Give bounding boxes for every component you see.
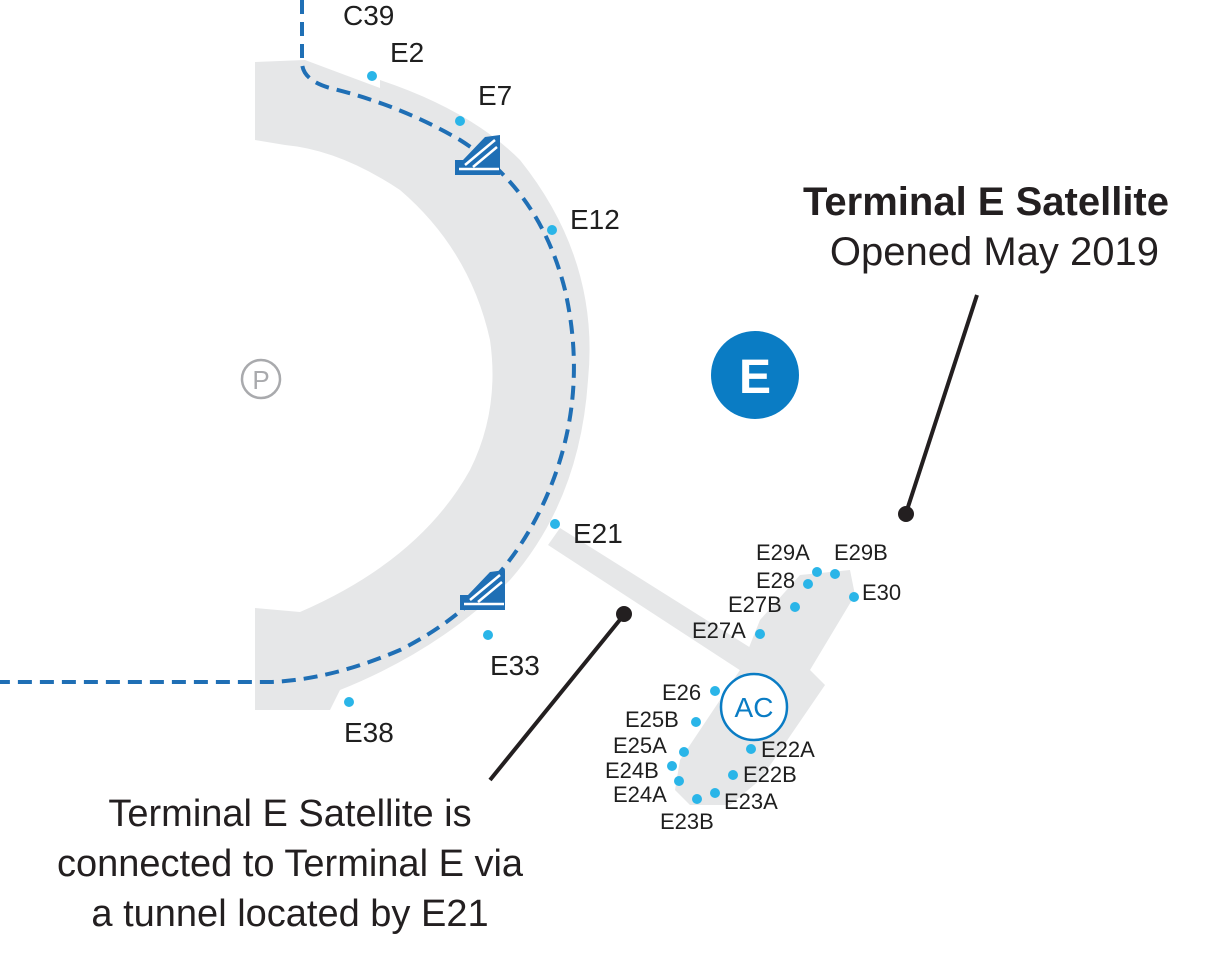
airport-center-icon: AC xyxy=(719,672,789,742)
note-line: connected to Terminal E via xyxy=(57,843,524,885)
escalator-icon xyxy=(455,135,500,175)
gate-dot xyxy=(550,519,560,529)
gate-dot xyxy=(483,630,493,640)
gate-dot xyxy=(812,567,822,577)
escalator-icon xyxy=(460,570,505,610)
ac-label: AC xyxy=(735,692,774,723)
gate-label: E23A xyxy=(724,789,778,814)
gate-dot xyxy=(455,116,465,126)
callout-leader xyxy=(898,294,979,522)
gate-dot xyxy=(547,225,557,235)
gate-label: E2 xyxy=(390,37,424,68)
gate-dot xyxy=(803,579,813,589)
gate-label: E26 xyxy=(662,680,701,705)
gate-label: E33 xyxy=(490,650,540,681)
terminal-badge: E xyxy=(711,331,799,419)
gate-label: E29A xyxy=(756,540,810,565)
gate-dot xyxy=(679,747,689,757)
gate-label: E23B xyxy=(660,809,714,834)
parking-icon: P xyxy=(240,358,282,400)
gate-label: E27B xyxy=(728,592,782,617)
tunnel-connector xyxy=(548,528,770,680)
gate-label: E24A xyxy=(613,782,667,807)
gate-dot xyxy=(755,629,765,639)
gate-dot xyxy=(710,686,720,696)
gate-label: E25B xyxy=(625,707,679,732)
gate-label: E27A xyxy=(692,618,746,643)
gate-label: E28 xyxy=(756,568,795,593)
gate-label: E22B xyxy=(743,762,797,787)
gate-label: E38 xyxy=(344,717,394,748)
satellite-gates: E29A E29B E28 E30 E27B E27A E26 E25B E22… xyxy=(605,540,901,834)
gate-dot xyxy=(674,776,684,786)
gate-dot xyxy=(790,602,800,612)
gate-dot xyxy=(691,717,701,727)
walkway-path xyxy=(0,0,576,684)
gate-dot xyxy=(849,592,859,602)
note-line: Terminal E Satellite is xyxy=(108,793,471,835)
note-line: a tunnel located by E21 xyxy=(91,893,488,935)
gate-dot xyxy=(710,788,720,798)
callout-subtitle: Opened May 2019 xyxy=(830,230,1159,274)
gate-label: E21 xyxy=(573,518,623,549)
parking-label: P xyxy=(252,365,269,395)
gate-dot xyxy=(728,770,738,780)
gate-dot xyxy=(830,569,840,579)
callout-title: Terminal E Satellite xyxy=(803,180,1169,224)
gate-dot xyxy=(367,71,377,81)
gate-label: E12 xyxy=(570,204,620,235)
gate-dot xyxy=(746,744,756,754)
gate-label: E22A xyxy=(761,737,815,762)
gate-label: E30 xyxy=(862,580,901,605)
gate-label: E25A xyxy=(613,733,667,758)
gate-label: E7 xyxy=(478,80,512,111)
terminal-e-concourse xyxy=(255,60,590,710)
gate-dot xyxy=(692,794,702,804)
gate-label: E24B xyxy=(605,758,659,783)
gate-label: E29B xyxy=(834,540,888,565)
terminal-letter: E xyxy=(739,351,771,404)
gate-dot xyxy=(344,697,354,707)
gate-label: C39 xyxy=(343,0,394,31)
note-leader xyxy=(488,606,632,782)
main-gates: C39 E2 E7 E12 E21 E33 E38 xyxy=(343,0,623,748)
gate-dot xyxy=(667,761,677,771)
